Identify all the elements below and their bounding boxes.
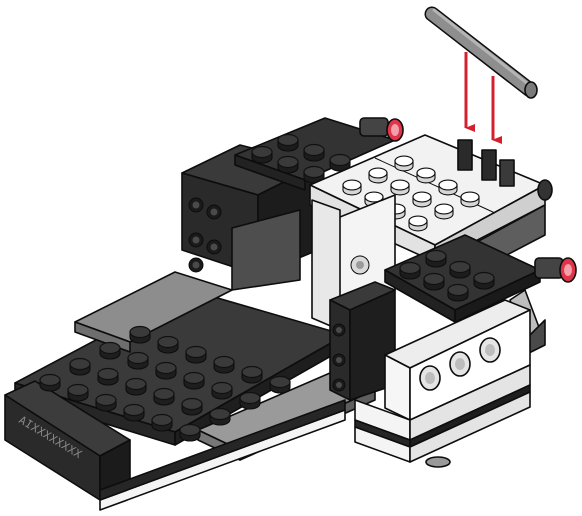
- stud: [100, 343, 120, 360]
- stud: [252, 147, 272, 164]
- stud: [448, 285, 468, 302]
- stud: [270, 377, 290, 394]
- stud: [242, 367, 262, 384]
- stud: [304, 145, 324, 162]
- stud: [156, 363, 176, 380]
- stud: [180, 425, 200, 442]
- stud: [214, 357, 234, 374]
- stud: [124, 405, 144, 422]
- stud: [70, 359, 90, 376]
- stud: [98, 369, 118, 386]
- stud: [212, 383, 232, 400]
- stud: [126, 379, 146, 396]
- stud: [128, 353, 148, 370]
- stud: [439, 180, 457, 195]
- stud: [450, 262, 470, 279]
- stud: [278, 135, 298, 152]
- stud: [409, 216, 427, 231]
- stud: [154, 389, 174, 405]
- stud: [152, 415, 172, 432]
- stud: [391, 180, 409, 195]
- stud: [184, 373, 204, 390]
- stud: [278, 157, 298, 174]
- stud: [426, 251, 446, 268]
- stud: [96, 395, 116, 412]
- stud: [474, 273, 494, 290]
- stud: [435, 204, 453, 219]
- stud: [424, 274, 444, 291]
- grey-bar-new-part: [432, 10, 537, 98]
- stud: [395, 156, 413, 171]
- stud: [182, 399, 202, 416]
- stud: [158, 337, 178, 354]
- stud: [130, 327, 150, 344]
- stud: [68, 385, 88, 402]
- stud: [369, 168, 387, 183]
- stud: [186, 347, 206, 364]
- stud: [413, 192, 431, 207]
- stud: [417, 168, 435, 183]
- stud: [40, 375, 60, 392]
- stud: [343, 180, 361, 195]
- stud: [400, 263, 420, 280]
- stud: [461, 192, 479, 207]
- stud: [240, 393, 260, 410]
- stud: [210, 409, 230, 426]
